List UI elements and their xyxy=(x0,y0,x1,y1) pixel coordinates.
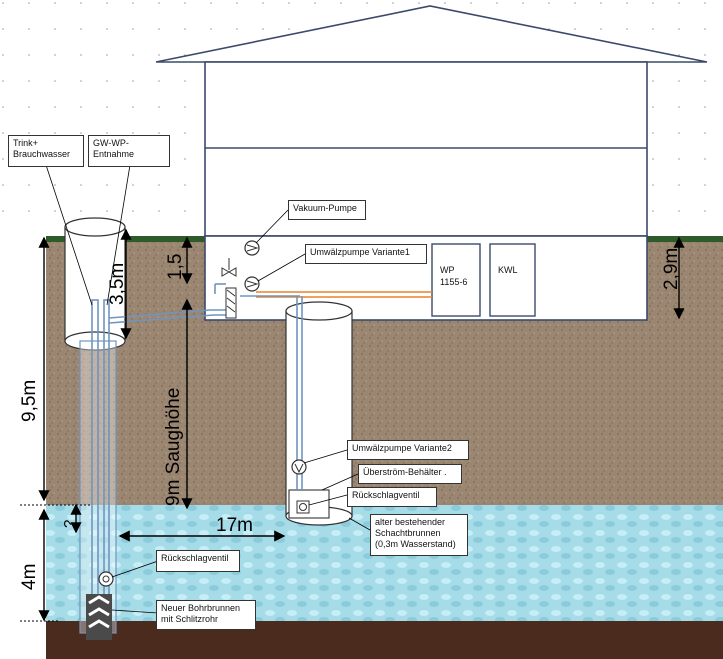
leader-lines xyxy=(45,164,371,614)
kwl-box-label: KWL xyxy=(498,265,518,275)
dim-saughoehe: 9m Saughöhe xyxy=(163,387,184,506)
label-schachtbrunnen: alter bestehender Schachtbrunnen (0,3m W… xyxy=(370,514,468,556)
valve-assembly xyxy=(214,258,237,319)
label-ueberstroem-behaelter: Überström-Behälter . xyxy=(358,464,462,484)
bedrock-layer xyxy=(46,621,723,659)
dimension-lines xyxy=(38,228,685,622)
label-bohrbrunnen: Neuer Bohrbrunnen mit Schlitzrohr xyxy=(156,600,256,630)
vacuum-pump-icon xyxy=(244,240,260,256)
label-trink-brauchwasser: Trink+ Brauchwasser xyxy=(8,135,84,167)
bore-check-valve-icon xyxy=(98,571,114,587)
bore-well-column xyxy=(79,299,117,640)
circulation-pump-v2-icon xyxy=(291,459,307,475)
dim-unknown: ? xyxy=(61,519,78,528)
dim-2-9m: 2,9m xyxy=(661,247,682,290)
label-rueckschlagventil-bore: Rückschlagventil xyxy=(156,550,240,572)
label-rueckschlagventil-shaft: Rückschlagventil xyxy=(347,487,437,507)
heatpump-box xyxy=(431,243,481,317)
shaft-well-cylinder xyxy=(285,301,353,526)
label-gw-entnahme: GW-WP- Entnahme xyxy=(88,135,170,167)
heatpump-box-label: WP 1155-6 xyxy=(440,265,468,287)
dim-9-5m: 9,5m xyxy=(19,379,40,422)
label-vakuum-pumpe: Vakuum-Pumpe xyxy=(288,200,366,220)
dimension-ticks xyxy=(20,504,90,622)
dim-4m: 4m xyxy=(19,563,40,590)
label-umwaelzpumpe-v2: Umwälzpumpe Variante2 xyxy=(347,440,469,460)
circulation-pump-v1-icon xyxy=(244,276,260,292)
house xyxy=(155,5,708,321)
label-umwaelzpumpe-v1: Umwälzpumpe Variante1 xyxy=(305,244,427,264)
kwl-box xyxy=(489,243,536,317)
shaft-check-valve-icon xyxy=(296,500,310,514)
dim-17m: 17m xyxy=(216,515,253,536)
dim-1-5: 1,5 xyxy=(165,253,186,280)
dim-3-5m: 3,5m xyxy=(107,262,128,305)
